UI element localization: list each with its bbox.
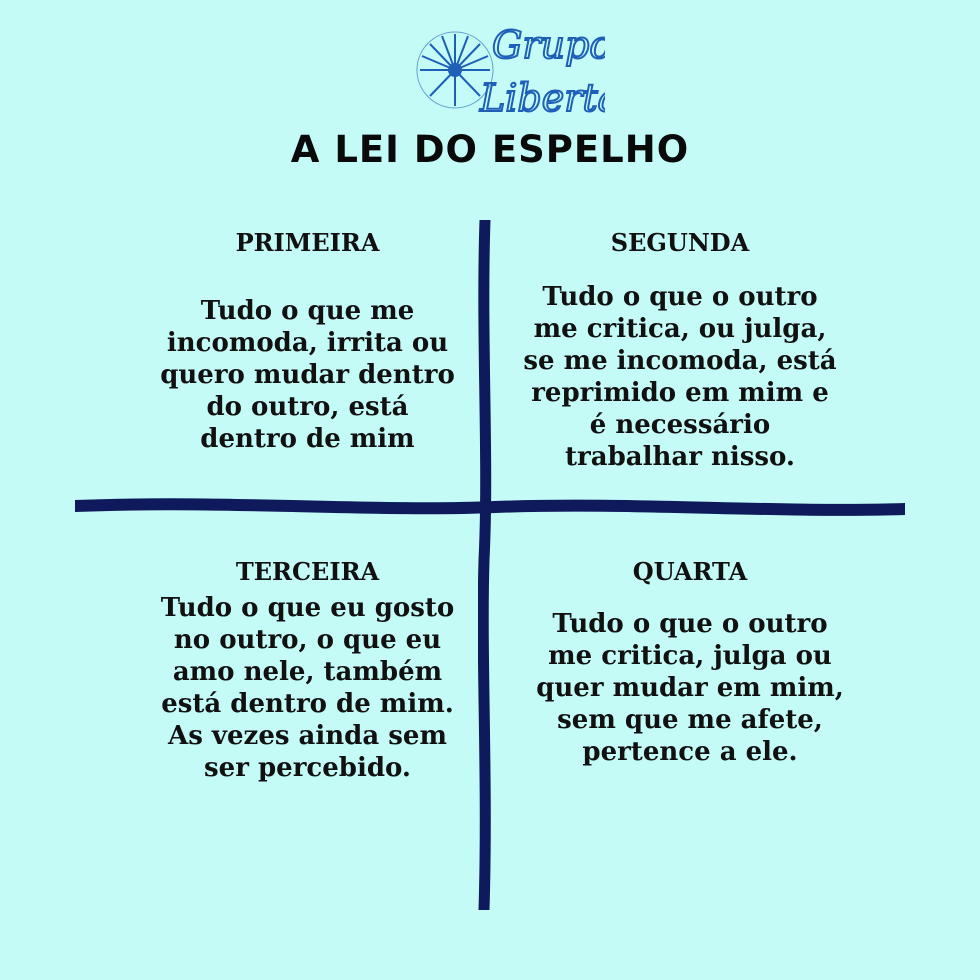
brand-logo: Grupo Liberta (380, 8, 605, 124)
svg-text:Grupo: Grupo (492, 23, 605, 67)
quadrant-heading: QUARTA (632, 557, 748, 586)
dandelion-icon: Grupo Liberta (416, 22, 605, 121)
page-title: A LEI DO ESPELHO (290, 128, 690, 171)
quadrant-text: Tudo o que o outro me critica, julga ou … (536, 609, 844, 767)
quadrant-primeira: PRIMEIRA Tudo o que me incomoda, irrita … (160, 228, 455, 455)
quadrant-heading: PRIMEIRA (235, 228, 380, 257)
quadrant-heading: SEGUNDA (610, 228, 750, 257)
quadrant-quarta: QUARTA Tudo o que o outro me critica, ju… (530, 557, 850, 768)
quadrant-heading: TERCEIRA (235, 557, 380, 586)
quadrant-text: Tudo o que me incomoda, irrita ou quero … (160, 296, 455, 454)
quadrant-text: Tudo o que eu gosto no outro, o que eu a… (160, 593, 455, 783)
horizontal-divider (75, 492, 905, 522)
svg-text:Liberta: Liberta (479, 76, 605, 120)
quadrant-segunda: SEGUNDA Tudo o que o outro me critica, o… (520, 228, 840, 473)
vertical-divider (478, 220, 492, 910)
quadrant-terceira: TERCEIRA Tudo o que eu gosto no outro, o… (160, 557, 455, 784)
quadrant-text: Tudo o que o outro me critica, ou julga,… (523, 282, 837, 472)
